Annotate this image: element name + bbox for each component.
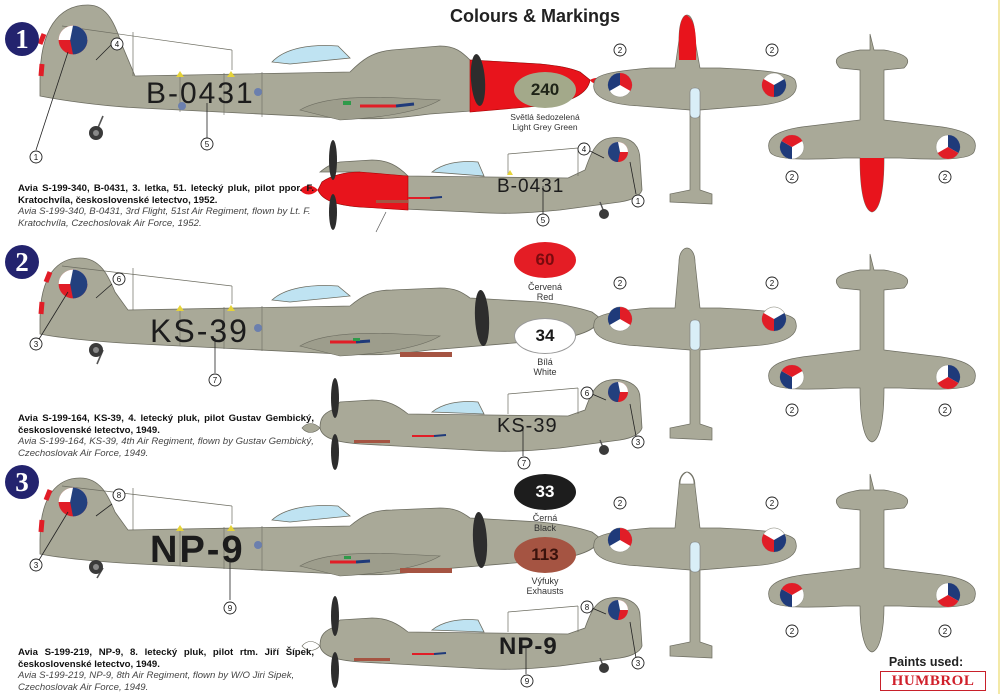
- svg-text:9: 9: [525, 677, 530, 686]
- paint-34-label: Bílá White: [490, 357, 600, 377]
- svg-text:8: 8: [117, 491, 122, 500]
- callout-markers: 1 4 5 4 1 5 2 2 2 2 3 6 7 6 3 7 2 2 2 2 …: [29, 37, 952, 688]
- scheme-2-caption: Avia S-199-164, KS-39, 4. letecký pluk, …: [18, 413, 314, 459]
- paint-34-name-english: White: [533, 367, 557, 377]
- paint-60-label: Červená Red: [490, 282, 600, 302]
- svg-text:2: 2: [618, 46, 623, 55]
- scheme-3-caption-czech: Avia S-199-219, NP-9, 8. letecký pluk, p…: [18, 647, 314, 670]
- svg-text:2: 2: [770, 46, 775, 55]
- scheme-2-code-right: KS-39: [497, 415, 558, 437]
- paints-used-label: Paints used:: [888, 655, 964, 669]
- svg-text:3: 3: [636, 659, 641, 668]
- svg-text:4: 4: [115, 40, 120, 49]
- paint-113-label: Výfuky Exhausts: [490, 576, 600, 596]
- svg-text:6: 6: [585, 389, 590, 398]
- paint-swatch-33: 33: [514, 474, 576, 510]
- scheme-1-top-view: [593, 14, 797, 205]
- paint-60-name-english: Red: [536, 292, 554, 302]
- svg-text:2: 2: [790, 627, 795, 636]
- svg-text:2: 2: [943, 173, 948, 182]
- paint-240-name-czech: Světlá šedozelená: [510, 112, 580, 122]
- scheme-2-code-left: KS-39: [150, 313, 249, 349]
- scheme-3-badge: 3: [5, 465, 39, 499]
- svg-text:2: 2: [790, 406, 795, 415]
- scheme-2-profile-right: KS-39: [301, 378, 643, 470]
- svg-text:5: 5: [205, 140, 210, 149]
- scheme-2-profile-left: KS-39: [35, 257, 619, 373]
- scheme-2-caption-czech: Avia S-199-164, KS-39, 4. letecký pluk, …: [18, 413, 314, 436]
- svg-text:2: 2: [790, 173, 795, 182]
- scheme-2-top-view: [593, 247, 797, 441]
- scheme-2-caption-english: Avia S-199-164, KS-39, 4th Air Regiment,…: [18, 436, 314, 459]
- svg-text:2: 2: [770, 499, 775, 508]
- svg-text:3: 3: [636, 438, 641, 447]
- scheme-1-profile-right: B-0431: [300, 137, 643, 233]
- paint-swatch-240: 240: [514, 72, 576, 108]
- svg-text:2: 2: [943, 406, 948, 415]
- svg-text:1: 1: [636, 197, 641, 206]
- page-title: Colours & Markings: [449, 6, 621, 26]
- svg-text:9: 9: [228, 604, 233, 613]
- svg-text:7: 7: [522, 459, 527, 468]
- scheme-1-caption: Avia S-199-340, B-0431, 3. letka, 51. le…: [18, 183, 314, 229]
- paint-swatch-60: 60: [514, 242, 576, 278]
- paint-swatch-113: 113: [514, 537, 576, 573]
- svg-text:5: 5: [541, 216, 546, 225]
- scheme-3-code-left: NP-9: [150, 529, 245, 571]
- scheme-1-code-right: B-0431: [497, 176, 564, 197]
- scheme-3-profile-right: NP-9: [301, 596, 643, 688]
- paint-240-name-english: Light Grey Green: [512, 122, 578, 132]
- humbrol-logo: HUMBROL: [880, 671, 986, 691]
- svg-text:3: 3: [34, 561, 39, 570]
- svg-text:4: 4: [582, 145, 587, 154]
- svg-text:2: 2: [618, 279, 623, 288]
- scheme-3-top-view: [593, 471, 797, 659]
- paint-swatch-34: 34: [514, 318, 576, 354]
- scheme-1-caption-czech: Avia S-199-340, B-0431, 3. letka, 51. le…: [18, 183, 314, 206]
- paint-33-label: Černá Black: [490, 513, 600, 533]
- paint-113-name-english: Exhausts: [526, 586, 564, 596]
- scheme-3-caption-english: Avia S-199-219, NP-9, 8th Air Regiment, …: [18, 670, 295, 693]
- paint-113-name-czech: Výfuky: [531, 576, 559, 586]
- paint-33-name-english: Black: [533, 523, 556, 533]
- paint-33-name-czech: Černá: [532, 513, 558, 523]
- scheme-1-caption-english: Avia S-199-340, B-0431, 3rd Flight, 51st…: [18, 206, 311, 229]
- svg-text:2: 2: [618, 499, 623, 508]
- scheme-2-bottom-view: [768, 253, 976, 443]
- paint-60-name-czech: Červená: [527, 282, 563, 292]
- paint-240-label: Světlá šedozelená Light Grey Green: [490, 112, 600, 132]
- scheme-3-caption: Avia S-199-219, NP-9, 8. letecký pluk, p…: [18, 647, 314, 693]
- scheme-3-code-right: NP-9: [499, 633, 558, 660]
- scheme-2-badge: 2: [5, 245, 39, 279]
- svg-text:7: 7: [213, 376, 218, 385]
- svg-text:3: 3: [34, 340, 39, 349]
- svg-text:2: 2: [943, 627, 948, 636]
- svg-text:6: 6: [117, 275, 122, 284]
- scheme-3-bottom-view: [768, 473, 976, 653]
- scheme-1-code-left: B-0431: [146, 77, 255, 110]
- scheme-1-badge: 1: [5, 22, 39, 56]
- paint-34-name-czech: Bílá: [537, 357, 553, 367]
- page-edge: [998, 0, 1000, 694]
- svg-text:8: 8: [585, 603, 590, 612]
- svg-text:2: 2: [770, 279, 775, 288]
- svg-text:1: 1: [34, 153, 39, 162]
- scheme-1-bottom-view: [768, 33, 976, 213]
